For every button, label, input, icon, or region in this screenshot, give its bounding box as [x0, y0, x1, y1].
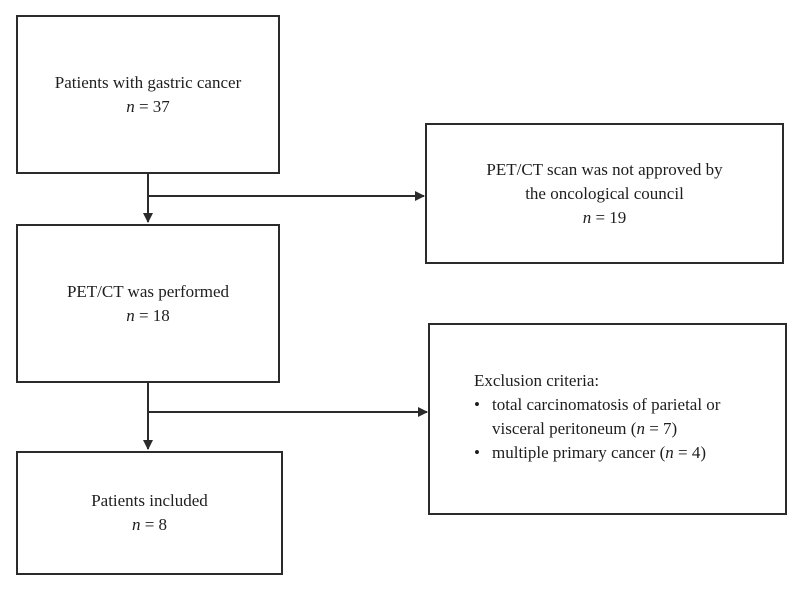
gastric-label: Patients with gastric cancer — [54, 72, 242, 92]
performed-label: PET/CT was performed — [66, 281, 230, 301]
included-count: n = 8 — [132, 513, 167, 537]
exclusion-item-carcinomatosis: • total carcinomatosis of parietal or vi… — [474, 393, 785, 441]
exclusion-item1-n: n — [636, 419, 645, 438]
box-exclusion-criteria: Exclusion criteria: • total carcinomatos… — [428, 323, 787, 515]
box-patients-included: Patients included n = 8 — [16, 451, 283, 575]
exclusion-title: Exclusion criteria: — [474, 371, 600, 390]
included-label: Patients included — [91, 491, 208, 510]
box-patients-gastric-cancer: Patients with gastric cancer n = 37 — [16, 15, 280, 174]
exclusion-item2-post: = 4) — [673, 443, 706, 462]
not-approved-line2: the oncological council — [525, 183, 684, 203]
box-pet-ct-performed: PET/CT was performed n = 18 — [16, 224, 280, 383]
not-approved-n-value: = 19 — [595, 207, 627, 227]
gastric-n-symbol: n — [126, 96, 135, 116]
not-approved-count: n = 19 — [583, 206, 627, 230]
gastric-count: n = 37 — [126, 95, 170, 119]
exclusion-list: • total carcinomatosis of parietal or vi… — [474, 393, 785, 465]
exclusion-item-multiple-primary: • multiple primary cancer (n = 4) — [474, 441, 785, 465]
included-n-symbol: n — [131, 515, 141, 534]
exclusion-item2-n: n — [665, 443, 674, 462]
gastric-n-value: = 37 — [138, 96, 170, 116]
exclusion-item2-pre: multiple primary cancer ( — [492, 443, 666, 462]
exclusion-item1-line2-post: = 7) — [644, 419, 678, 438]
bullet-icon: • — [474, 395, 480, 414]
box-not-approved: PET/CT scan was not approved by the onco… — [425, 123, 784, 264]
performed-n-value: = 18 — [138, 305, 170, 325]
not-approved-n-symbol: n — [582, 207, 592, 227]
exclusion-item1-line2-pre: visceral peritoneum ( — [492, 419, 637, 438]
performed-n-symbol: n — [126, 305, 135, 325]
exclusion-item1-line1: total carcinomatosis of parietal or — [492, 395, 721, 414]
bullet-icon: • — [474, 443, 480, 462]
included-n-value: = 8 — [144, 515, 168, 534]
performed-count: n = 18 — [126, 304, 170, 328]
not-approved-line1: PET/CT scan was not approved by — [486, 159, 723, 179]
